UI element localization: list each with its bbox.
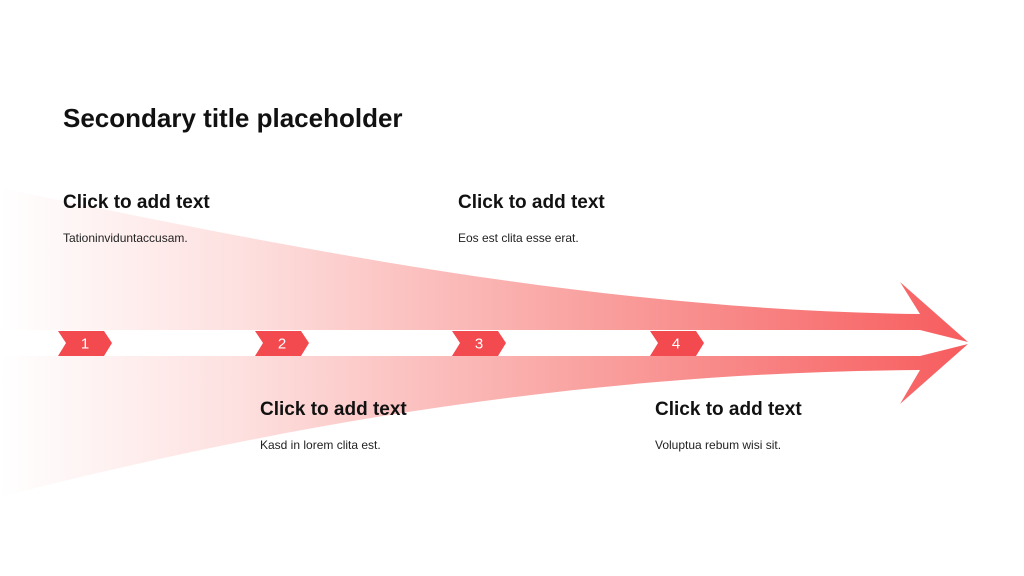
step-heading[interactable]: Click to add text (260, 399, 407, 420)
step-body[interactable]: Kasd in lorem clita est. (260, 438, 381, 452)
step-text-block-4: Click to add text Voluptua rebum wisi si… (655, 397, 985, 453)
step-text-block-2: Click to add text Kasd in lorem clita es… (260, 397, 590, 453)
step-text-block-1: Click to add text Tationinviduntaccusam. (63, 190, 393, 246)
step-marker-3-number: 3 (475, 336, 483, 353)
step-marker-1-number: 1 (81, 336, 89, 353)
step-marker-2: 2 (255, 331, 309, 356)
step-heading[interactable]: Click to add text (63, 192, 210, 213)
page-title[interactable]: Secondary title placeholder (63, 103, 403, 133)
step-body[interactable]: Eos est clita esse erat. (458, 231, 579, 245)
step-marker-4-number: 4 (672, 336, 680, 353)
step-body[interactable]: Tationinviduntaccusam. (63, 231, 188, 245)
lower-arrow-band (0, 344, 968, 497)
step-heading[interactable]: Click to add text (458, 192, 605, 213)
upper-arrow-band (0, 188, 968, 342)
step-body[interactable]: Voluptua rebum wisi sit. (655, 438, 782, 452)
step-marker-4: 4 (650, 331, 704, 356)
step-marker-2-number: 2 (278, 336, 286, 353)
step-heading[interactable]: Click to add text (655, 399, 802, 420)
step-marker-1: 1 (58, 331, 112, 356)
step-text-block-3: Click to add text Eos est clita esse era… (458, 190, 788, 246)
step-marker-3: 3 (452, 331, 506, 356)
